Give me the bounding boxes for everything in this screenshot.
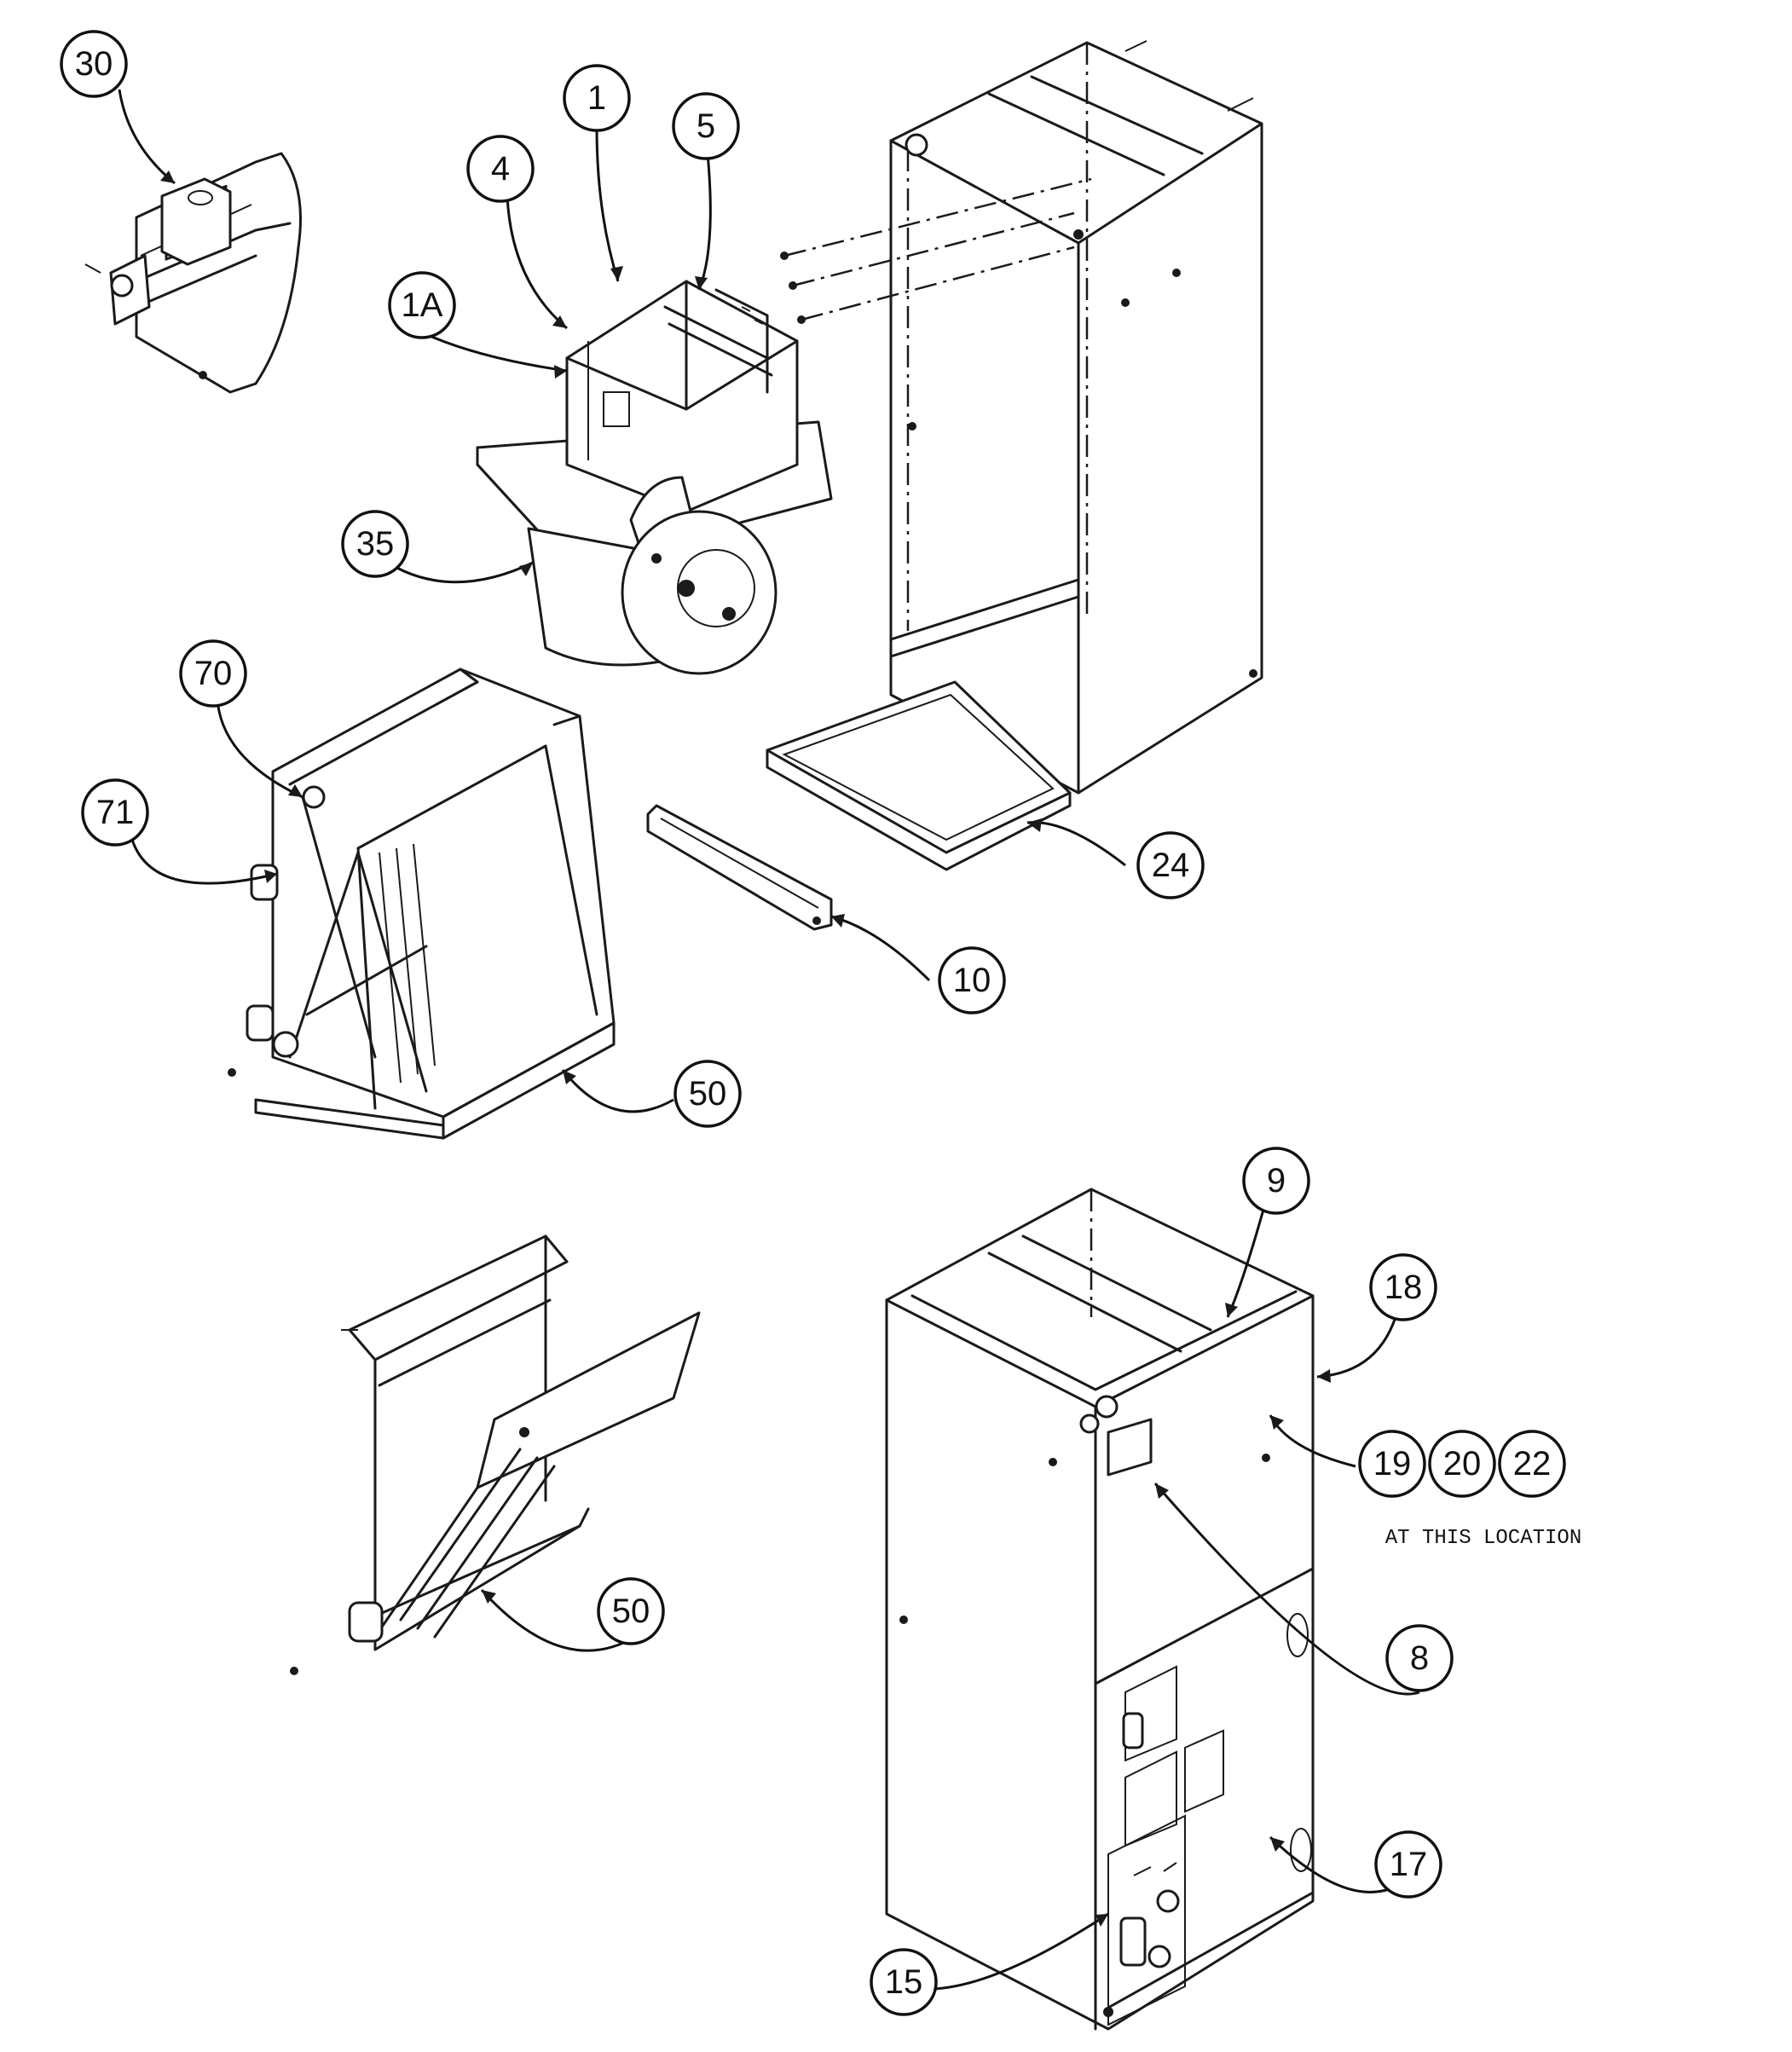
callout-70: 70 (179, 639, 247, 708)
callout-10: 10 (938, 946, 1006, 1014)
callout-18-label: 18 (1384, 1269, 1423, 1306)
callout-20: 20 (1428, 1430, 1496, 1498)
callout-19-label: 19 (1373, 1445, 1412, 1483)
callout-8: 8 (1385, 1624, 1454, 1692)
callout-35: 35 (341, 510, 409, 578)
callout-17-label: 17 (1390, 1846, 1428, 1883)
assembled-air-handler (885, 1188, 1315, 2031)
callout-30: 30 (60, 30, 128, 98)
callout-9: 9 (1242, 1147, 1310, 1215)
callout-4: 4 (466, 135, 535, 203)
callout-17: 17 (1374, 1830, 1442, 1899)
callout-5: 5 (672, 92, 740, 160)
cabinet-exploded (766, 40, 1263, 871)
callout-24: 24 (1136, 831, 1205, 899)
callout-30-label: 30 (75, 45, 113, 83)
callout-5-label: 5 (697, 107, 715, 145)
callout-50-upper: 50 (673, 1060, 742, 1128)
evaporator-coil-upright (228, 668, 616, 1140)
callout-70-label: 70 (194, 655, 233, 692)
callout-50-lower-label: 50 (612, 1592, 650, 1630)
callout-8-label: 8 (1410, 1639, 1429, 1677)
callout-71-label: 71 (96, 794, 135, 831)
callout-50-upper-label: 50 (689, 1075, 727, 1113)
callout-1a-label: 1A (402, 286, 443, 324)
callout-71: 71 (81, 778, 149, 847)
callout-4-label: 4 (491, 150, 510, 188)
callout-20-label: 20 (1443, 1445, 1482, 1483)
callout-15: 15 (870, 1948, 938, 2016)
callout-35-label: 35 (356, 525, 395, 563)
part-30-terminal-bracket (84, 152, 302, 394)
callout-22-label: 22 (1513, 1445, 1552, 1483)
callout-15-label: 15 (885, 1963, 923, 2001)
callout-1a: 1A (388, 271, 456, 339)
callout-1-label: 1 (587, 79, 606, 117)
callout-1: 1 (563, 64, 631, 132)
callout-22: 22 (1498, 1430, 1566, 1498)
callout-9-label: 9 (1267, 1162, 1286, 1199)
callout-24-label: 24 (1152, 847, 1190, 884)
callout-10-label: 10 (953, 962, 991, 999)
callout-18: 18 (1369, 1253, 1437, 1321)
callout-50-lower: 50 (597, 1577, 665, 1645)
blower-assembly (476, 280, 833, 675)
evaporator-coil-horizontal (290, 1234, 701, 1675)
location-note: AT THIS LOCATION (1385, 1527, 1581, 1550)
callout-19: 19 (1358, 1430, 1426, 1498)
leader-lines (118, 89, 1420, 1991)
part-10-filter-rail (646, 804, 833, 931)
